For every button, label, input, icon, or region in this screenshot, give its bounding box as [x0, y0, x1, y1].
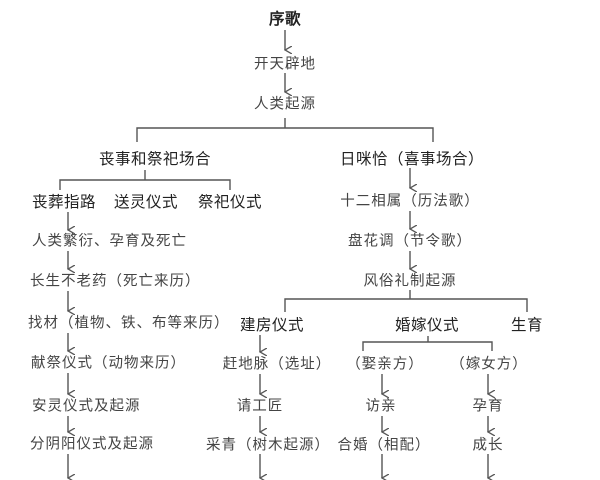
step: 访亲	[365, 398, 397, 415]
step: 孕育	[472, 398, 504, 415]
node-trunk: 开天辟地	[254, 56, 316, 73]
step: 安灵仪式及起源	[32, 398, 141, 415]
step: 采青（树木起源）	[206, 437, 330, 454]
step: 分阴阳仪式及起源	[30, 436, 154, 453]
bracket-funeral	[59, 170, 231, 190]
bracket-wedding	[362, 336, 493, 351]
house-label: 建房仪式	[239, 316, 305, 334]
step: 献祭仪式（动物来历）	[31, 355, 186, 372]
groom-label: （娶亲方）	[346, 356, 424, 373]
step: 长生不老药（死亡来历）	[30, 273, 201, 290]
step: 赶地脉（选址）	[222, 356, 332, 373]
step: 风俗礼制起源	[363, 273, 457, 290]
sub-label: 送灵仪式	[114, 193, 179, 211]
sub-label: 丧葬指路	[32, 193, 97, 211]
bracket-main	[136, 118, 434, 142]
bracket-customs	[284, 290, 528, 312]
wedding-label: 婚嫁仪式	[394, 316, 460, 334]
bride-label: （嫁女方）	[450, 356, 528, 373]
step: 请工匠	[236, 398, 284, 415]
step: 人类繁衍、孕育及死亡	[32, 233, 187, 250]
birth-label: 生育	[510, 316, 544, 334]
step: 十二相属（历法歌）	[340, 193, 480, 210]
step: 成长	[472, 437, 504, 454]
branch-right-label: 日咪恰（喜事场合）	[339, 150, 485, 168]
step: 合婚（相配）	[337, 437, 431, 454]
sub-label: 祭祀仪式	[198, 193, 263, 211]
step: 找材（植物、铁、布等来历）	[28, 315, 230, 332]
branch-left-label: 丧事和祭祀场合	[98, 150, 212, 168]
node-trunk: 人类起源	[254, 96, 316, 113]
title: 序歌	[268, 10, 302, 28]
step: 盘花调（节令歌）	[348, 233, 472, 250]
